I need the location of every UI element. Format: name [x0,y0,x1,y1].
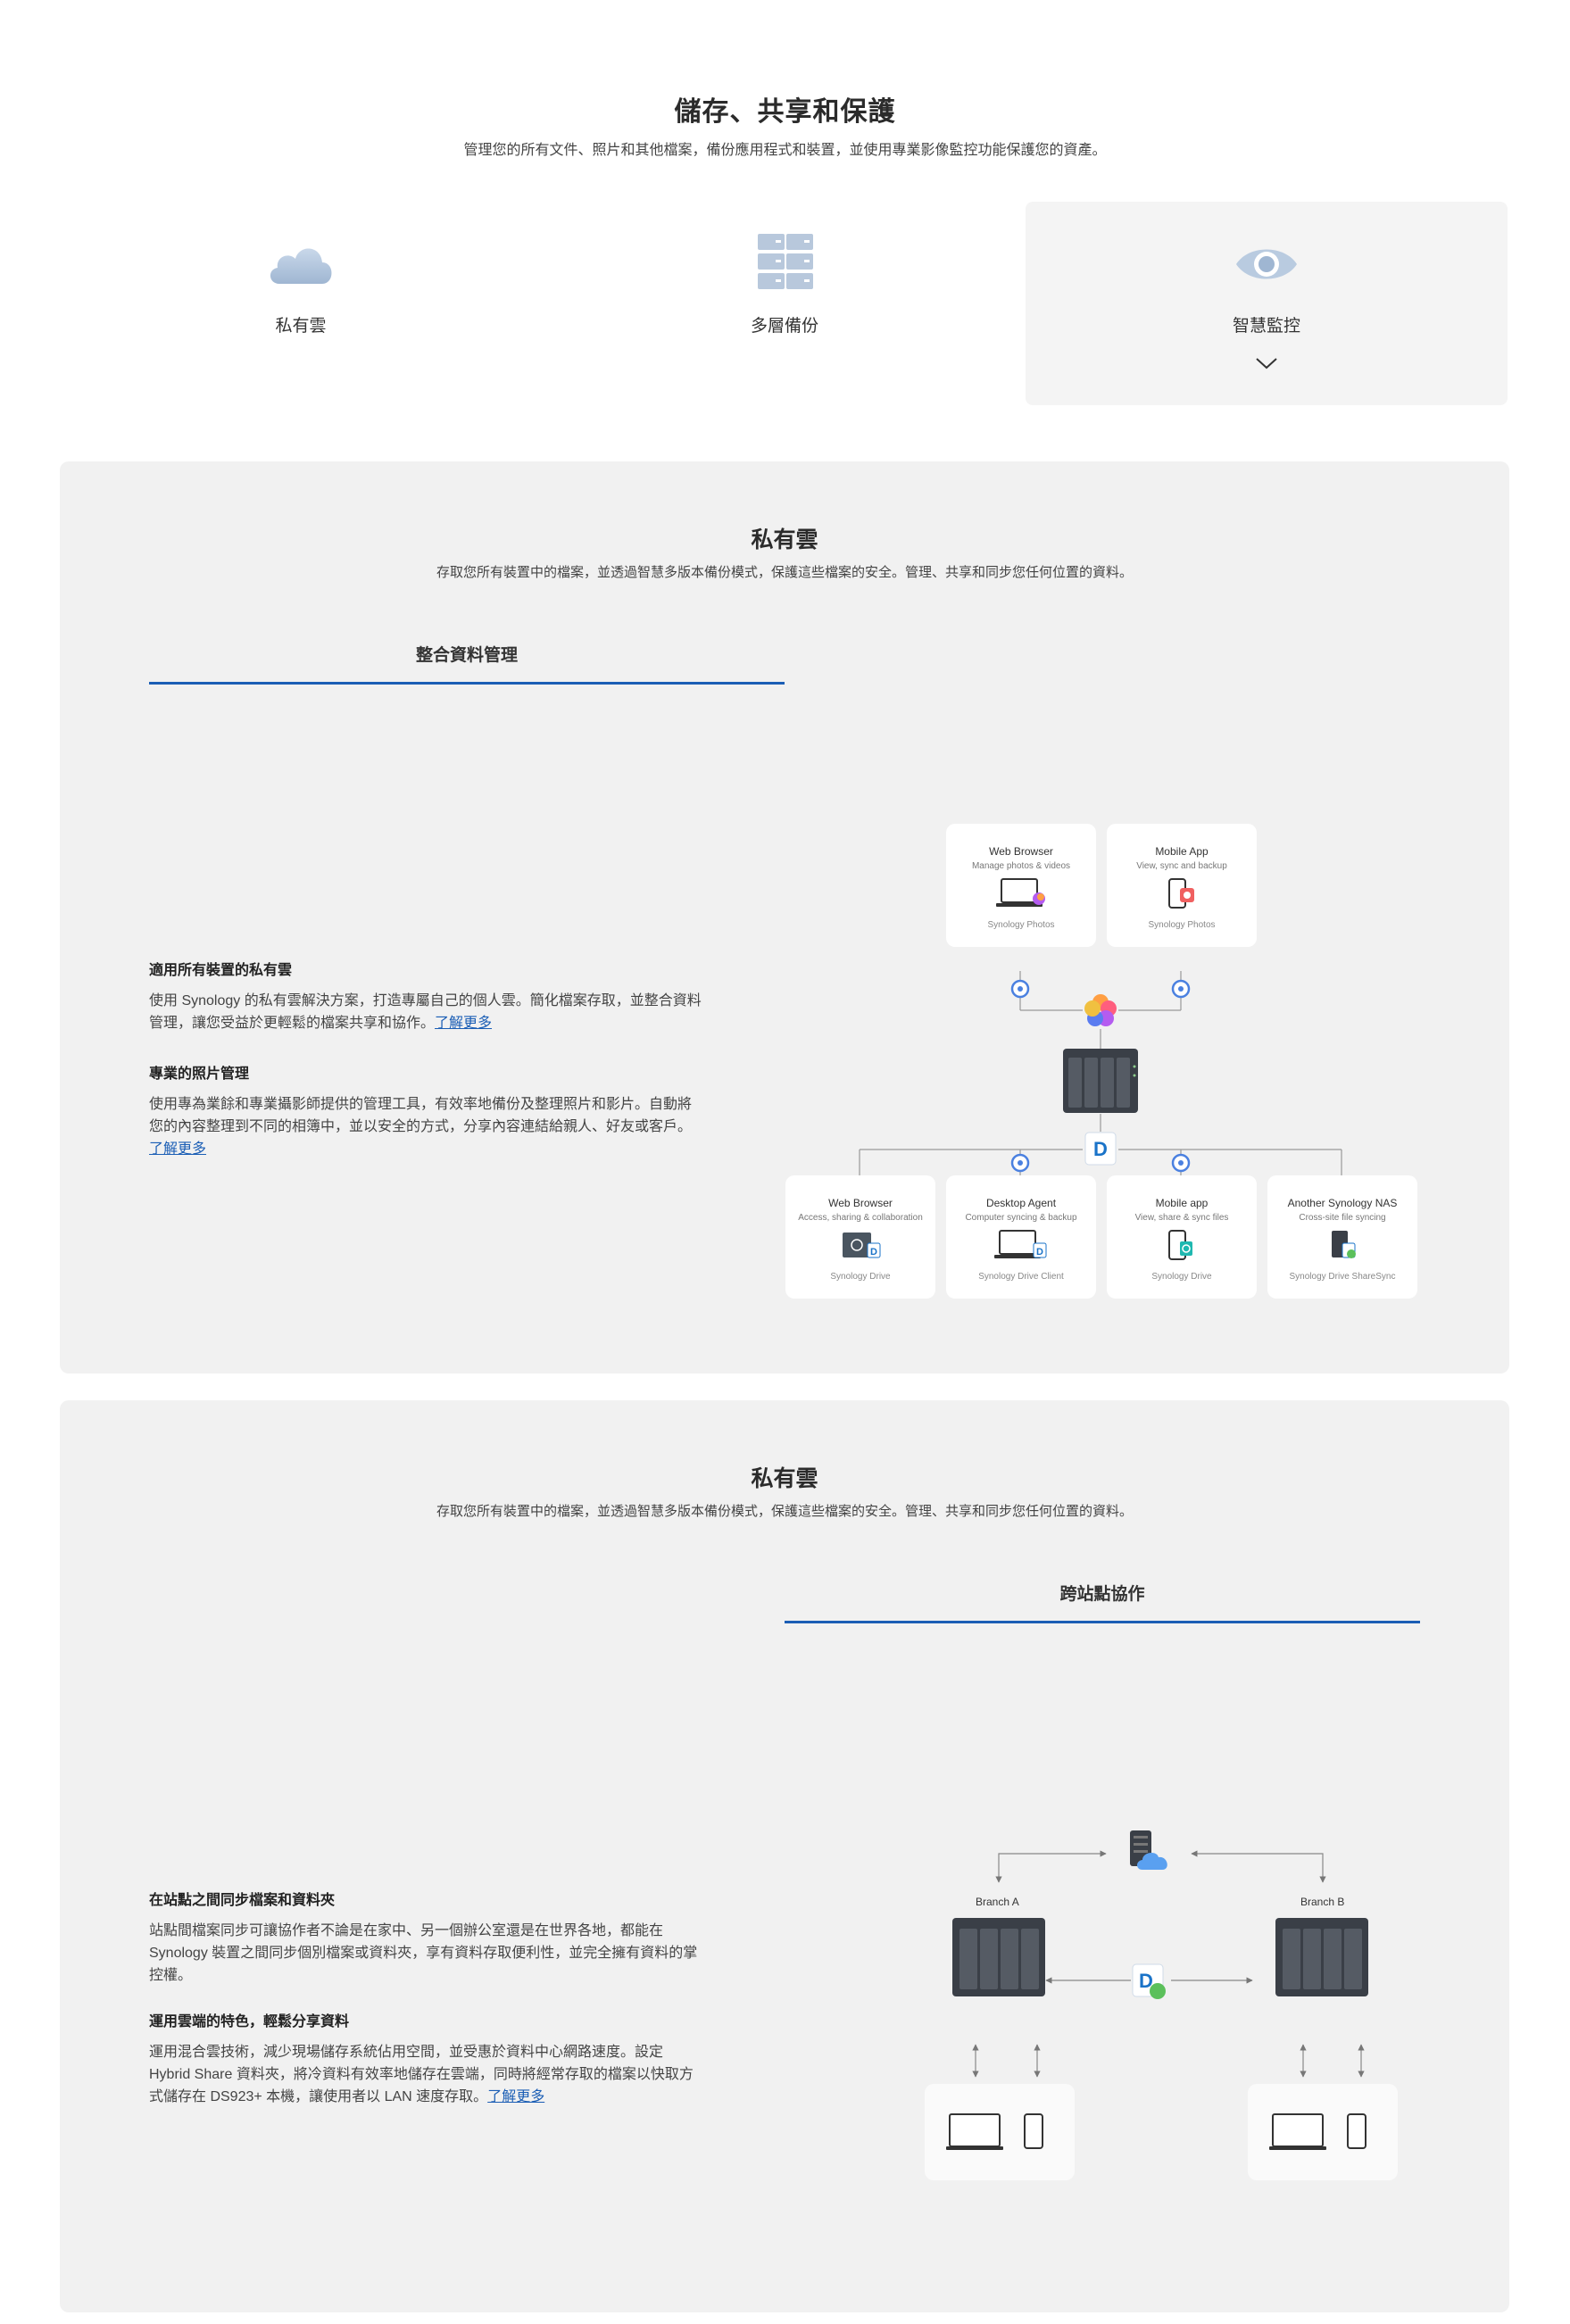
eye-icon [1236,249,1297,279]
panel-subtitle: 存取您所有裝置中的檔案，並透過智慧多版本備份模式，保護這些檔案的安全。管理、共享… [436,565,1133,580]
tab-multi-backup[interactable]: 多層備份 [544,202,1026,405]
feature-text: 運用混合雲技術，減少現場儲存系統佔用空間，並受惠於資料中心網路速度。設定 Hyb… [149,2045,694,2104]
feature-hybrid-share: 運用雲端的特色，輕鬆分享資料 運用混合雲技術，減少現場儲存系統佔用空間，並受惠於… [149,2009,702,2108]
sharesync-logo: D [1132,1963,1166,1999]
panel-title: 私有雲 [751,527,818,552]
svg-text:D: D [1036,1247,1043,1257]
panel-private-cloud-integrated: 私有雲 存取您所有裝置中的檔案，並透過智慧多版本備份模式，保護這些檔案的安全。管… [60,461,1509,1374]
subtab-integrated-data[interactable]: 整合資料管理 [415,646,518,665]
feature-photo-management: 專業的照片管理 使用專為業餘和專業攝影師提供的管理工具，有效率地備份及整理照片和… [149,1061,702,1160]
synology-photos-logo [1084,994,1117,1026]
cloud-icon [270,248,332,284]
panel-private-cloud-cross-site: 私有雲 存取您所有裝置中的檔案，並透過智慧多版本備份模式，保護這些檔案的安全。管… [60,1400,1509,2312]
laptop-icon [996,878,1045,907]
subtab-active-indicator [149,682,785,685]
card-photos-mobile-app: Mobile App View, sync and backup Synolog… [1107,824,1257,947]
page-subtitle: 管理您的所有文件、照片和其他檔案，備份應用程式和裝置，並使用專業影像監控功能保護… [463,143,1107,158]
phone-icon [1168,878,1194,909]
feature-text: 使用 Synology 的私有雲解決方案，打造專屬自己的個人雲。簡化檔案存取，並… [149,993,702,1031]
feature-private-cloud: 適用所有裝置的私有雲 使用 Synology 的私有雲解決方案，打造專屬自己的個… [149,958,702,1034]
diagram-connectors: D [859,971,1342,1175]
subtab-cross-site[interactable]: 跨站點協作 [1059,1585,1145,1604]
svg-text:D: D [870,1247,877,1257]
branch-a-label: Branch A [976,1896,1019,1908]
card-photos-web-browser: Web Browser Manage photos & videos Synol… [946,824,1096,947]
feature-site-sync: 在站點之間同步檔案和資料夾 站點間檔案同步可讓協作者不論是在家中、另一個辦公室還… [149,1888,702,1987]
learn-more-link[interactable]: 了解更多 [149,1141,207,1157]
panel-title: 私有雲 [751,1466,818,1491]
phone-icon [1168,1230,1192,1260]
branch-b-label: Branch B [1300,1896,1345,1908]
nas-small-icon [1332,1231,1356,1258]
solution-tabs: 私有雲 多層備份 智慧監控 [60,202,1509,405]
feature-text: 站點間檔案同步可讓協作者不論是在家中、另一個辦公室還是在世界各地，都能在 Syn… [149,1923,698,1983]
panel-subtitle: 存取您所有裝置中的檔案，並透過智慧多版本備份模式，保護這些檔案的安全。管理、共享… [436,1504,1133,1519]
sync-node-icons [1010,979,1191,1173]
nas-branch-b-icon [1275,1918,1368,1996]
private-cloud-diagram: D Web Browser Manage photos & videos Syn… [785,824,1446,1306]
browser-window-icon: D [843,1233,881,1258]
tab-label: 多層備份 [750,317,818,336]
tab-private-cloud[interactable]: 私有雲 [60,202,542,405]
feature-heading: 專業的照片管理 [149,1067,250,1082]
learn-more-link[interactable]: 了解更多 [487,2089,545,2104]
nas-device-icon [1063,1049,1138,1113]
laptop-icon: D [994,1230,1047,1258]
tab-label: 智慧監控 [1232,317,1300,336]
nas-branch-a-icon [952,1918,1045,1996]
laptop-phone-icon [946,2113,1043,2150]
card-drive-desktop-agent: Desktop Agent Computer syncing & backup … [946,1175,1096,1299]
cross-site-diagram: D Branch A Branch B [863,1829,1434,2221]
svg-text:D: D [1093,1138,1108,1160]
tab-label: 私有雲 [275,317,327,336]
laptop-phone-icon [1269,2113,1366,2150]
feature-heading: 適用所有裝置的私有雲 [149,963,293,978]
server-rack-icon [758,234,813,289]
cloud-server-icon [1130,1830,1167,1870]
svg-text:D: D [1139,1970,1153,1992]
card-another-nas: Another Synology NAS Cross-site file syn… [1267,1175,1417,1299]
learn-more-link[interactable]: 了解更多 [435,1016,493,1031]
page-title: 儲存、共享和保護 [674,97,896,127]
diagram-connectors: D [952,1830,1368,2078]
branch-b-devices [1248,2084,1398,2180]
tab-smart-surveillance[interactable]: 智慧監控 [1026,202,1508,405]
feature-heading: 運用雲端的特色，輕鬆分享資料 [149,2014,350,2029]
feature-text: 使用專為業餘和專業攝影師提供的管理工具，有效率地備份及整理照片和影片。自動將您的… [149,1097,693,1157]
card-drive-mobile-app: Mobile app View, share & sync files Syno… [1107,1175,1257,1299]
branch-a-devices [925,2084,1075,2180]
feature-heading: 在站點之間同步檔案和資料夾 [149,1893,336,1908]
chevron-down-icon [1256,358,1277,369]
card-drive-web-browser: Web Browser Access, sharing & collaborat… [785,1175,935,1299]
synology-drive-logo: D [1084,1132,1117,1166]
subtab-active-indicator [785,1621,1420,1623]
